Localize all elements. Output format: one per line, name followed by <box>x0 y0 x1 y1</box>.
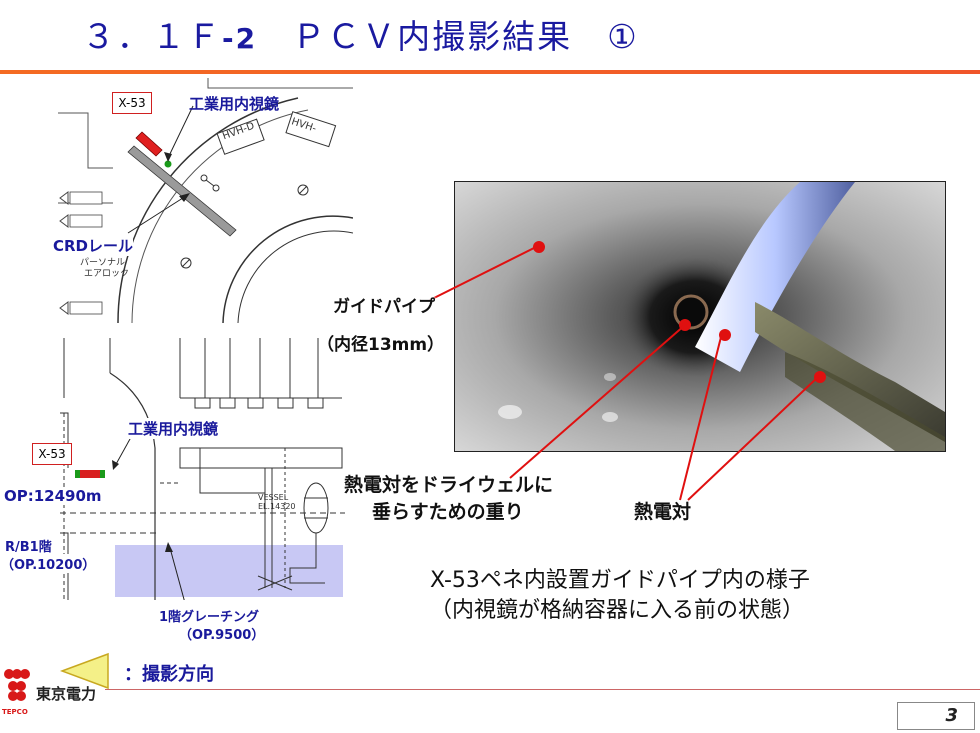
direction-legend-label: ：撮影方向 <box>124 664 214 685</box>
elevation-view-diagram <box>60 338 345 600</box>
caption-line2: （内視鏡が格納容器に入る前の状態） <box>430 598 805 623</box>
grating-label: 1階グレーチング <box>159 610 260 625</box>
vessel-label-2: EL.14320 <box>258 502 296 511</box>
plan-view-diagram <box>58 78 353 323</box>
endoscope-label-bottom: 工業用内視鏡 <box>128 418 219 439</box>
company-sub: TEPCO <box>2 708 28 716</box>
footer-line <box>105 689 980 690</box>
title-prefix: ３．１Ｆ <box>82 17 222 56</box>
weight-label-line1: 熱電対をドライウェルに <box>344 474 554 496</box>
endoscope-label-top: 工業用内視鏡 <box>189 95 280 113</box>
page-title: ３．１Ｆ-2 ＰＣＶ内撮影結果 ① <box>82 10 639 58</box>
grating-op-label: （OP.9500） <box>179 628 265 643</box>
title-rest: ＰＣＶ内撮影結果 ① <box>257 17 639 56</box>
title-underline <box>0 70 980 74</box>
direction-arrow-icon <box>60 652 109 690</box>
x53-label-bottom: X-53 <box>32 443 72 465</box>
company-name: 東京電力 <box>36 685 97 703</box>
rb1-floor-label: R/B1階 <box>5 536 52 555</box>
guide-pipe-label: ガイドパイプ <box>333 297 435 317</box>
crd-rail-label: CRDレール <box>53 235 134 256</box>
caption-line1: X-53ペネ内設置ガイドパイプ内の様子 <box>430 568 810 593</box>
vessel-label-1: VESSEL <box>258 493 289 502</box>
guide-pipe-dimension: （内径13mm） <box>317 335 445 355</box>
thermocouple-label: 熱電対 <box>634 501 692 523</box>
airlock-label-2: エアロック <box>84 269 130 279</box>
tepco-logo-icon <box>4 669 30 701</box>
page-number: 3 <box>945 705 958 726</box>
op-level-label: OP:12490m <box>4 487 102 505</box>
page-number-box: 3 <box>897 702 975 730</box>
x53-label-top: X-53 <box>112 92 152 114</box>
airlock-label-1: パーソナル <box>80 258 126 268</box>
title-number: -2 <box>222 22 258 55</box>
endoscope-photo <box>454 181 946 452</box>
rb1-op-label: （OP.10200） <box>1 554 96 573</box>
weight-label-line2: 垂らすための重り <box>372 501 524 523</box>
